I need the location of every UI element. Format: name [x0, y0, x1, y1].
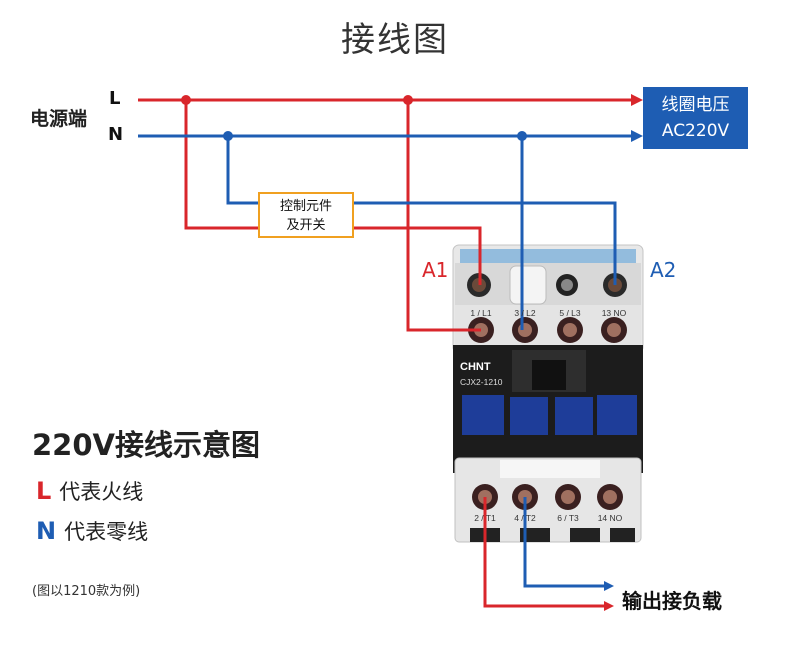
- foot-2: [520, 528, 550, 542]
- foot-3: [570, 528, 600, 542]
- neutral-arrow: [631, 130, 643, 142]
- neutral-junction-1: [223, 131, 233, 141]
- contactor-bottom-label: [500, 460, 600, 478]
- t2-output-wire: [523, 497, 606, 588]
- terminal-a1-label: A1: [422, 258, 449, 282]
- terminal-label-13no: 13 NO: [602, 308, 627, 318]
- legend-live: L 代表火线: [36, 476, 143, 506]
- neutral-line-label: N: [108, 124, 124, 145]
- model-label: CJX2-1210: [460, 377, 503, 387]
- live-to-l1-wire: [406, 100, 481, 332]
- screw-l3-head: [563, 323, 577, 337]
- legend-live-text: 代表火线: [59, 480, 144, 504]
- contact-indicator: [509, 265, 547, 305]
- t1-output-wire: [483, 497, 606, 608]
- foot-4: [610, 528, 635, 542]
- neutral-output-arrow: [604, 581, 614, 591]
- terminal-label-t1: 2 / T1: [474, 513, 496, 523]
- control-label-1: 控制元件: [279, 199, 332, 214]
- blue-window-2: [510, 397, 548, 435]
- terminal-label-14no: 14 NO: [598, 513, 623, 523]
- live-output-arrow: [604, 601, 614, 611]
- control-to-a1-wire: [354, 226, 482, 285]
- screw-l2-head: [518, 323, 532, 337]
- terminal-label-l1: 1 / L1: [470, 308, 492, 318]
- blue-window-4: [597, 395, 637, 435]
- neutral-wires: [138, 134, 636, 588]
- live-wires: [138, 98, 636, 608]
- blue-window-3: [555, 397, 593, 435]
- terminal-a2-label: A2: [650, 258, 677, 282]
- terminal-label-t2: 4 / T2: [514, 513, 536, 523]
- terminal-label-t3: 6 / T3: [557, 513, 579, 523]
- coil-voltage-value: AC220V: [661, 121, 730, 141]
- diagram-title: 220V接线示意图: [32, 428, 260, 462]
- page-title: 接线图: [341, 20, 449, 60]
- contactor-top-label-strip: [460, 249, 636, 263]
- control-switch-box: 控制元件 及开关: [258, 192, 354, 238]
- legend-neutral-text: 代表零线: [64, 520, 149, 544]
- output-load-label: 输出接负载: [622, 589, 722, 613]
- live-junction-2: [403, 95, 413, 105]
- screw-mid-head: [561, 279, 573, 291]
- power-source-label: 电源端: [30, 108, 88, 130]
- screw-13no-head: [607, 323, 621, 337]
- live-to-control-wire: [184, 100, 258, 230]
- legend-live-key: L: [36, 477, 52, 505]
- terminal-label-l3: 5 / L3: [559, 308, 581, 318]
- contactor-slot-inner: [532, 360, 566, 390]
- brand-label: CHNT: [460, 361, 491, 373]
- footnote: (图以1210款为例): [32, 584, 141, 599]
- coil-voltage-label: 线圈电压: [661, 95, 730, 115]
- live-arrow: [631, 94, 643, 106]
- terminal-label-l2: 3 / L2: [514, 308, 536, 318]
- legend-neutral: N 代表零线: [36, 516, 148, 546]
- live-junction-1: [181, 95, 191, 105]
- screw-14no-head: [603, 490, 617, 504]
- screw-t3-head: [561, 490, 575, 504]
- neutral-junction-2: [517, 131, 527, 141]
- live-line-label: L: [109, 88, 121, 109]
- blue-window-1: [462, 395, 504, 435]
- coil-voltage-box: 线圈电压 AC220V: [643, 87, 748, 149]
- neutral-to-a2-wire: [354, 201, 617, 285]
- control-label-2: 及开关: [286, 218, 326, 233]
- neutral-to-control-wire: [226, 136, 258, 205]
- legend-neutral-key: N: [36, 517, 57, 545]
